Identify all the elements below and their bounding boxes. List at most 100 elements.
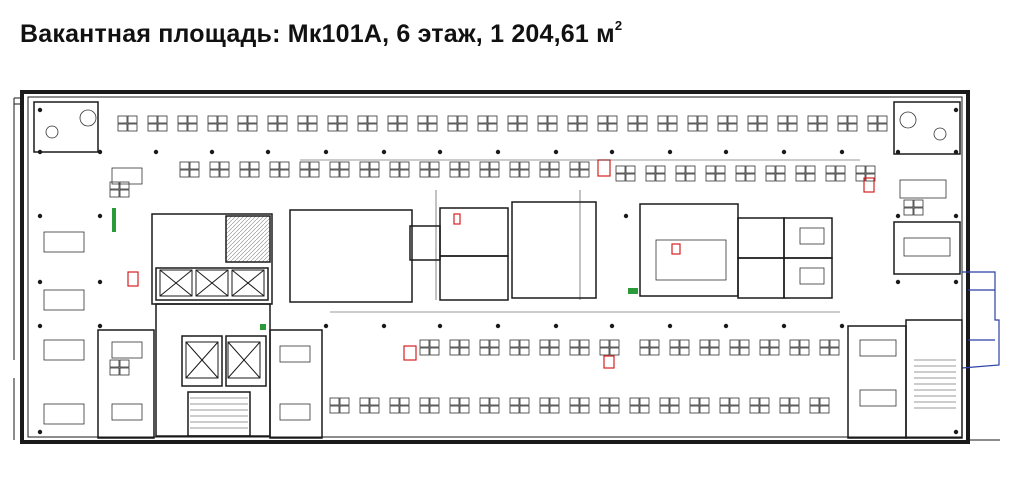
desk xyxy=(747,115,758,124)
desk xyxy=(829,339,840,348)
desk xyxy=(817,123,828,132)
desk xyxy=(509,397,520,406)
desk xyxy=(359,169,370,178)
desk xyxy=(307,123,318,132)
desk xyxy=(679,339,690,348)
desk xyxy=(639,347,650,356)
desk xyxy=(667,115,678,124)
desk xyxy=(685,173,696,182)
desk xyxy=(689,397,700,406)
desk xyxy=(419,169,430,178)
desk xyxy=(807,123,818,132)
column-dot xyxy=(381,323,387,329)
desk xyxy=(119,367,130,376)
desk xyxy=(427,123,438,132)
core-walls xyxy=(33,101,963,439)
column-dot xyxy=(953,279,959,285)
desk xyxy=(147,115,158,124)
desk xyxy=(607,123,618,132)
desk xyxy=(239,169,250,178)
desk xyxy=(179,169,190,178)
desk xyxy=(607,115,618,124)
desk xyxy=(519,169,530,178)
desk xyxy=(799,347,810,356)
column-dot xyxy=(381,149,387,155)
desk xyxy=(795,173,806,182)
column-dot xyxy=(553,323,559,329)
desk xyxy=(865,165,876,174)
desk xyxy=(479,405,490,414)
desk xyxy=(709,347,720,356)
desk xyxy=(569,405,580,414)
desk xyxy=(715,173,726,182)
round-tables xyxy=(45,109,947,141)
column-dot xyxy=(895,213,901,219)
desk xyxy=(417,123,428,132)
desk xyxy=(819,405,830,414)
column-dot xyxy=(97,213,103,219)
desk xyxy=(705,173,716,182)
elevators xyxy=(159,269,265,379)
desk xyxy=(329,405,340,414)
desk xyxy=(489,397,500,406)
desk xyxy=(809,405,820,414)
desk xyxy=(247,123,258,132)
desk xyxy=(567,115,578,124)
desk xyxy=(637,115,648,124)
desk xyxy=(817,115,828,124)
desk xyxy=(479,347,490,356)
desk xyxy=(669,339,680,348)
desk xyxy=(749,405,760,414)
desk xyxy=(775,173,786,182)
desk xyxy=(903,207,914,216)
desk xyxy=(237,115,248,124)
desk xyxy=(687,115,698,124)
desk xyxy=(855,165,866,174)
desk xyxy=(809,397,820,406)
desk xyxy=(239,161,250,170)
desk xyxy=(639,405,650,414)
desk xyxy=(309,161,320,170)
desk xyxy=(765,165,776,174)
desk xyxy=(609,405,620,414)
desk xyxy=(477,123,488,132)
desk xyxy=(639,339,650,348)
desk xyxy=(279,169,290,178)
desk xyxy=(597,115,608,124)
column-dot xyxy=(37,107,43,113)
desk xyxy=(307,115,318,124)
desk xyxy=(209,161,220,170)
desk xyxy=(769,339,780,348)
desk xyxy=(637,123,648,132)
desk xyxy=(449,347,460,356)
desk xyxy=(359,397,370,406)
desk xyxy=(689,405,700,414)
desk xyxy=(615,173,626,182)
desk xyxy=(609,339,620,348)
desk xyxy=(397,115,408,124)
page-title-superscript: 2 xyxy=(614,18,623,33)
desk xyxy=(579,169,590,178)
desk xyxy=(399,161,410,170)
column-dot xyxy=(953,107,959,113)
desk xyxy=(489,161,500,170)
desk xyxy=(489,339,500,348)
desk xyxy=(367,115,378,124)
desk xyxy=(749,397,760,406)
desk xyxy=(369,169,380,178)
desk xyxy=(487,123,498,132)
desk xyxy=(847,123,858,132)
column-dot xyxy=(839,149,845,155)
desk xyxy=(779,397,790,406)
desk xyxy=(579,161,590,170)
desk xyxy=(577,115,588,124)
desk xyxy=(569,347,580,356)
desk xyxy=(387,115,398,124)
desk xyxy=(359,405,370,414)
structural-columns xyxy=(37,107,959,435)
desk xyxy=(339,169,350,178)
desk xyxy=(777,115,788,124)
desk xyxy=(549,161,560,170)
desk xyxy=(237,123,248,132)
desk xyxy=(627,115,638,124)
